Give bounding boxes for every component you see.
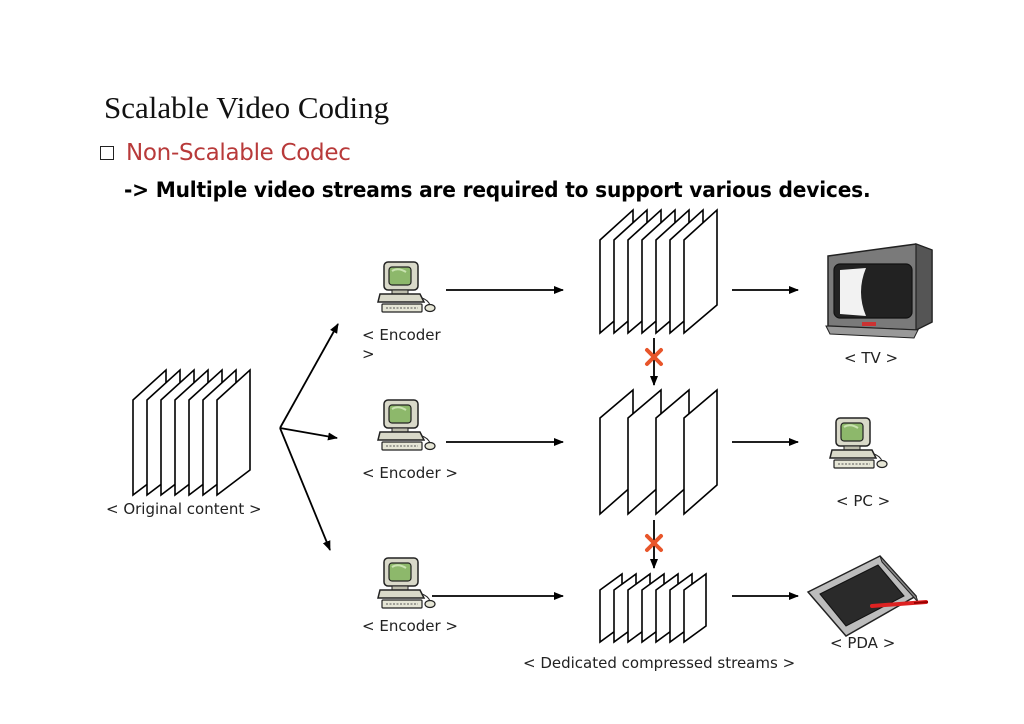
stream-bot-frames <box>599 572 707 644</box>
x-mark-icon <box>645 348 663 552</box>
section-heading: Non-Scalable Codec <box>126 140 351 166</box>
stream-to-device-arrows <box>732 286 799 600</box>
section-point: -> Multiple video streams are required t… <box>124 178 871 202</box>
stream-top-frames <box>599 208 718 335</box>
label-tv: < TV > <box>844 349 899 367</box>
bullet-square-icon <box>100 146 114 160</box>
encoder-top-computer-icon <box>377 261 436 313</box>
encoder-mid-computer-icon <box>377 399 436 451</box>
encoder-to-stream-arrows <box>432 286 564 600</box>
encoder-bot-computer-icon <box>377 557 436 609</box>
tv-icon <box>825 243 933 339</box>
page-title: Scalable Video Coding <box>104 90 390 125</box>
label-pc: < PC > <box>836 492 891 510</box>
label-encoder-mid: < Encoder > <box>362 464 458 482</box>
stream-mid-frames <box>599 388 718 516</box>
pda-icon <box>806 555 929 637</box>
label-encoder-bot: < Encoder > <box>362 617 458 635</box>
label-dedicated-streams: < Dedicated compressed streams > <box>523 654 796 672</box>
label-original-content: < Original content > <box>106 500 262 518</box>
pc-computer-icon <box>829 417 888 469</box>
label-encoder-top-line2: > <box>362 345 375 363</box>
label-pda: < PDA > <box>830 634 896 652</box>
label-encoder-top-line1: < Encoder <box>362 326 441 344</box>
original-content-frames <box>132 368 251 497</box>
fanout-arrows <box>279 323 339 551</box>
